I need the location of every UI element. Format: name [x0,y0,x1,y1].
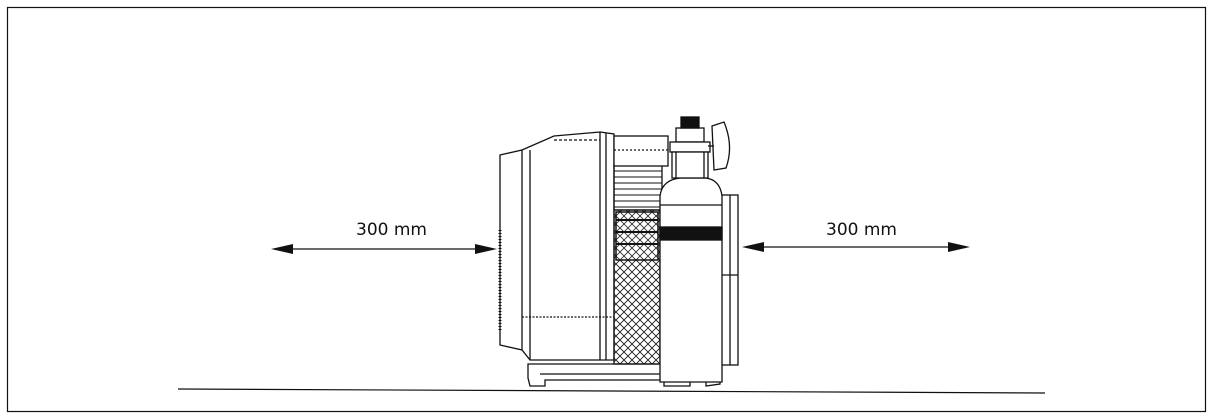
cooling-fins [613,164,663,211]
handwheel-icon [711,121,731,171]
cylinder-band [659,226,723,241]
arrowhead-left-outer [271,244,293,254]
arrowhead-right-inner [742,242,764,252]
arrowhead-left-inner [475,244,497,254]
left-housing [499,131,615,361]
cylinder-valve [675,127,705,143]
right-clearance-arrow [742,242,970,252]
compressor-unit [498,116,739,387]
left-clearance-arrow [271,244,497,254]
frame-border [6,6,1207,413]
air-cylinder [659,177,723,383]
arrowhead-right-outer [948,242,970,252]
right-clearance-label: 300 mm [826,220,897,240]
floor-line [177,388,1046,394]
left-clearance-label: 300 mm [356,220,427,240]
